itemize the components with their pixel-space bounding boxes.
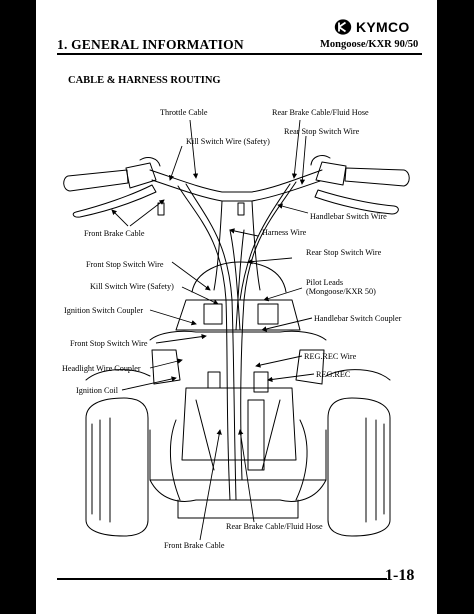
- section-title: CABLE & HARNESS ROUTING: [68, 75, 221, 86]
- label-rear-brake-cable-top: Rear Brake Cable/Fluid Hose: [272, 108, 369, 117]
- label-headlight-wire-coupler: Headlight Wire Coupler: [62, 364, 141, 373]
- label-front-stop-switch-wire-upper: Front Stop Switch Wire: [86, 260, 164, 269]
- chapter-title: 1. GENERAL INFORMATION: [57, 37, 244, 52]
- brand-name: KYMCO: [356, 19, 410, 35]
- label-front-brake-cable-bottom: Front Brake Cable: [164, 541, 225, 550]
- label-handlebar-switch-coupler: Handlebar Switch Coupler: [314, 314, 402, 323]
- paper-sheet: [36, 0, 437, 614]
- label-rear-stop-switch-wire-top: Rear Stop Switch Wire: [284, 127, 360, 136]
- kymco-logo: KYMCO: [334, 18, 410, 36]
- page-number: 1-18: [385, 567, 415, 584]
- left-tire: [85, 397, 149, 537]
- left-grip: [63, 169, 129, 192]
- label-harness-wire: Harness Wire: [262, 228, 307, 237]
- label-pilot-leads: Pilot Leads: [306, 278, 344, 287]
- label-ignition-switch-coupler: Ignition Switch Coupler: [64, 306, 144, 315]
- label-throttle-cable: Throttle Cable: [160, 108, 208, 117]
- label-ignition-coil: Ignition Coil: [76, 386, 119, 395]
- label-front-stop-switch-wire-lower: Front Stop Switch Wire: [70, 339, 148, 348]
- label-rear-brake-cable-bottom: Rear Brake Cable/Fluid Hose: [226, 522, 323, 531]
- header-rule: [57, 53, 422, 55]
- label-handlebar-switch-wire: Handlebar Switch Wire: [310, 212, 387, 221]
- right-tire: [327, 397, 391, 537]
- label-reg-rec-wire: REG.REC Wire: [304, 352, 357, 361]
- label-pilot-leads-model: (Mongoose/KXR 50): [306, 287, 376, 296]
- label-reg-rec: REG.REC: [316, 370, 351, 379]
- label-rear-stop-switch-wire-mid: Rear Stop Switch Wire: [306, 248, 382, 257]
- label-front-brake-cable-upper: Front Brake Cable: [84, 229, 145, 238]
- label-kill-switch-wire-mid: Kill Switch Wire (Safety): [90, 282, 174, 291]
- footer-rule: [57, 578, 387, 580]
- front-brake-lever: [72, 184, 157, 218]
- right-grip: [344, 167, 410, 187]
- rear-brake-lever: [314, 189, 399, 215]
- label-kill-switch-wire-top: Kill Switch Wire (Safety): [186, 137, 270, 146]
- kymco-emblem-icon: [334, 19, 352, 35]
- model-name: Mongoose/KXR 90/50: [320, 39, 419, 50]
